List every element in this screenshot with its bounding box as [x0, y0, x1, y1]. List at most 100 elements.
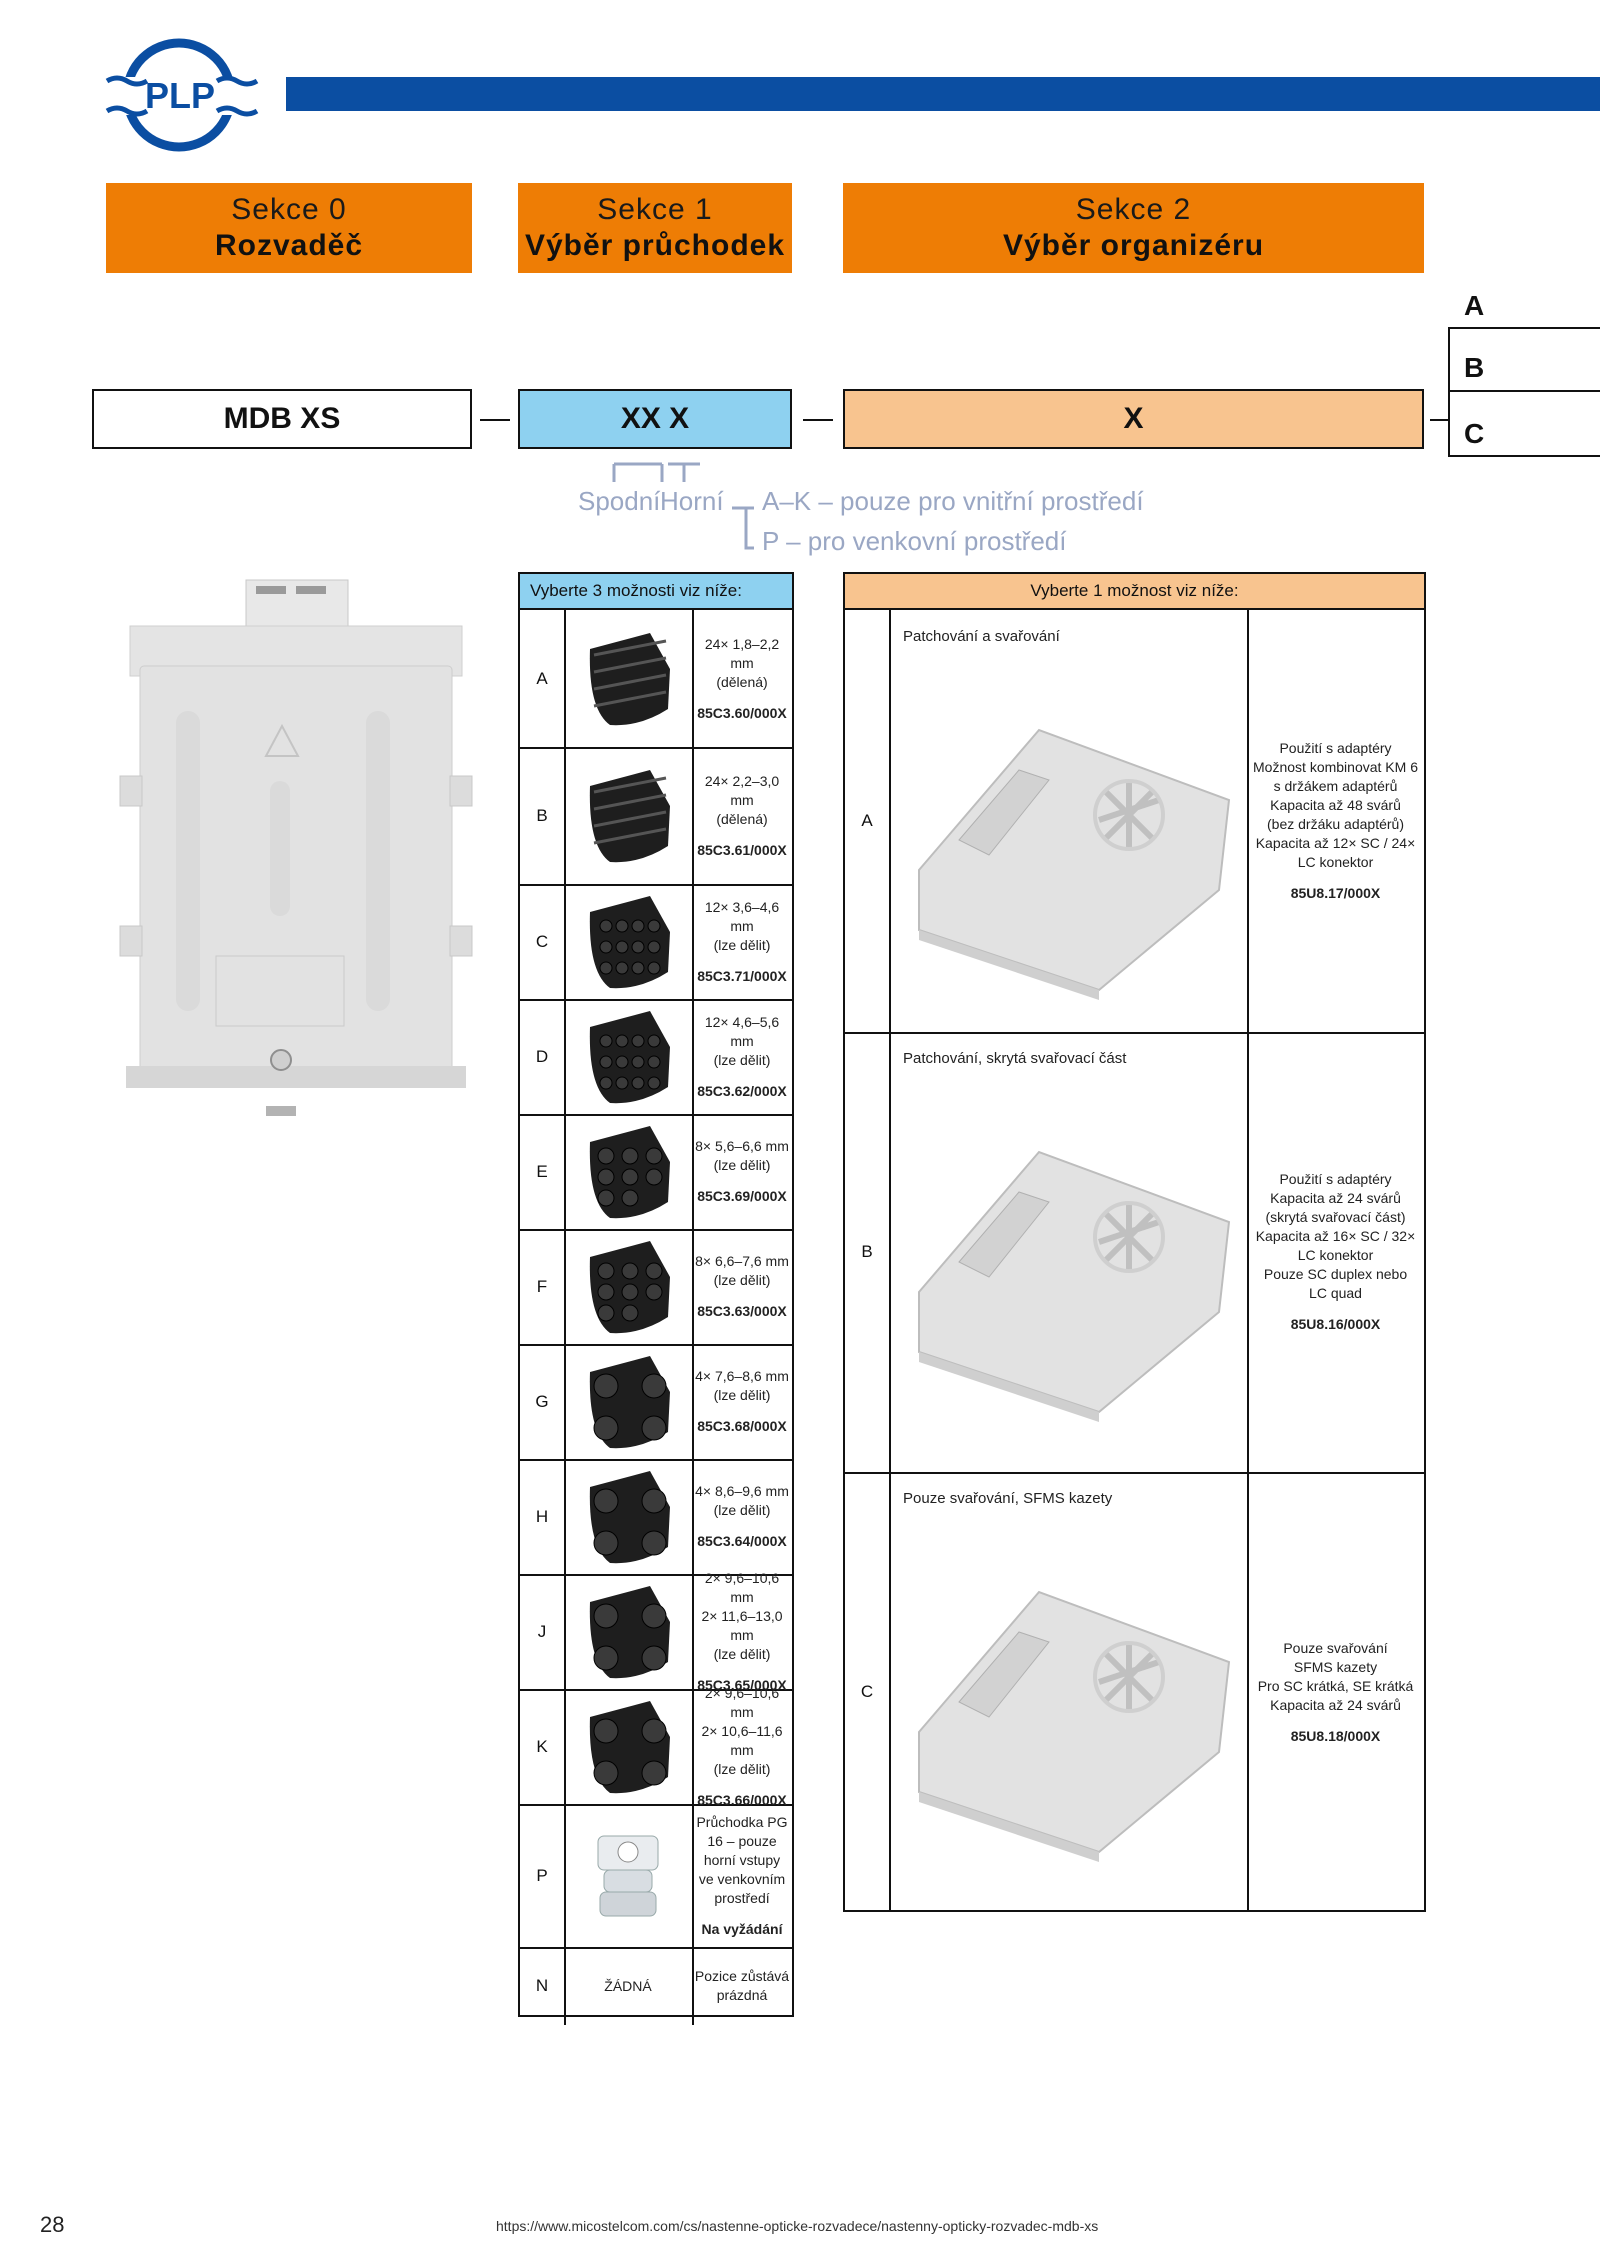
legend-connectors	[612, 462, 754, 550]
grommet-4-icon	[564, 1459, 694, 1574]
gland-row-k: K 2× 9,6–10,6 mm 2× 10,6–11,6 mm (lze děl…	[520, 1685, 792, 1808]
gland-row-letter: K	[520, 1689, 566, 1804]
section-0-label: Sekce 0	[231, 193, 347, 226]
header-bar	[286, 77, 1600, 111]
organizer-row-description: Pouze svařování SFMS kazety Pro SC krátk…	[1257, 1639, 1414, 1713]
organizer-row-letter: A	[845, 610, 891, 1032]
footer-url[interactable]: https://www.micostelcom.com/cs/nastenne-…	[496, 2218, 1099, 2234]
gland-row-description: 2× 9,6–10,6 mm 2× 10,6–11,6 mm (lze děli…	[701, 1684, 783, 1777]
plp-logo: PLP	[105, 37, 260, 155]
gland-row-description: 4× 7,6–8,6 mm (lze dělit)	[695, 1368, 789, 1403]
gland-row-b: B 24× 2,2–3,0 mm (dělená) 85C3.61/000X	[520, 747, 792, 886]
cable-gland-pg16-icon	[564, 1804, 694, 1947]
section-1-title: Výběr průchodek	[524, 229, 786, 262]
gland-row-letter: B	[520, 747, 566, 884]
code-part-1: XX X	[518, 389, 792, 449]
gland-row-code: 85C3.60/000X	[697, 704, 787, 721]
gland-row-code: 85C3.61/000X	[697, 841, 787, 858]
organizer-hidden-splice-icon: Patchování, skrytá svařovací část	[889, 1032, 1249, 1472]
gland-none-label: ŽÁDNÁ	[564, 1947, 694, 2025]
suffix-box	[1448, 327, 1600, 457]
gland-row-desc-cell: 12× 3,6–4,6 mm (lze dělit) 85C3.71/000X	[692, 884, 792, 999]
gland-row-code: 85C3.64/000X	[697, 1533, 787, 1549]
gland-row-code: 85C3.66/000X	[697, 1791, 787, 1808]
organizer-patch-splice-icon: Patchování a svařování	[889, 610, 1249, 1032]
grommet-4-icon	[564, 1574, 694, 1689]
gland-none-text: ŽÁDNÁ	[604, 1978, 652, 1994]
gland-row-description: 8× 6,6–7,6 mm (lze dělit)	[695, 1253, 789, 1288]
organizer-row-desc-cell: Použití s adaptéry Možnost kombinovat KM…	[1247, 610, 1424, 1032]
suffix-option-a: A	[1464, 290, 1485, 321]
organizer-row-desc-cell: Pouze svařování SFMS kazety Pro SC krátk…	[1247, 1472, 1424, 1912]
suffix-option-b: B	[1464, 352, 1485, 383]
gland-row-desc-cell: 4× 7,6–8,6 mm (lze dělit) 85C3.68/000X	[692, 1344, 792, 1459]
gland-row-description: 8× 5,6–6,6 mm (lze dělit)	[695, 1138, 789, 1173]
gland-table-header: Vyberte 3 možnosti viz níže:	[520, 574, 792, 610]
gland-row-letter: F	[520, 1229, 566, 1344]
code-part-0: MDB XS	[92, 389, 472, 449]
gland-row-desc-cell: 24× 2,2–3,0 mm (dělená) 85C3.61/000X	[692, 747, 792, 884]
gland-row-code: 85C3.65/000X	[697, 1676, 787, 1693]
gland-row-description: 24× 2,2–3,0 mm (dělená)	[704, 772, 780, 827]
organizer-row-description: Použití s adaptéry Kapacita až 24 svárů …	[1255, 1171, 1416, 1301]
organizer-row-code: 85U8.18/000X	[1290, 1727, 1381, 1744]
gland-row-code: 85C3.68/000X	[697, 1418, 787, 1434]
dash-2	[803, 419, 833, 421]
organizer-row-title: Pouze svařování, SFMS kazety	[903, 1490, 1113, 1507]
dash-3	[1430, 419, 1448, 421]
gland-row-desc-cell: 24× 1,8–2,2 mm (dělená) 85C3.60/000X	[692, 610, 792, 747]
gland-row-description: 12× 4,6–5,6 mm (lze dělit)	[704, 1013, 780, 1068]
dash-1	[480, 419, 510, 421]
gland-row-desc-cell: 8× 5,6–6,6 mm (lze dělit) 85C3.69/000X	[692, 1114, 792, 1229]
svg-text:PLP: PLP	[145, 75, 215, 116]
section-2-header: Sekce 2 Výběr organizéru	[843, 183, 1424, 273]
gland-row-code: 85C3.63/000X	[697, 1303, 787, 1319]
gland-row-description: 12× 3,6–4,6 mm (lze dělit)	[704, 898, 780, 953]
grommet-8-icon	[564, 1229, 694, 1344]
gland-row-letter: C	[520, 884, 566, 999]
page-number: 28	[40, 2212, 65, 2237]
organizer-row-letter: B	[845, 1032, 891, 1472]
gland-row-desc-cell: Průchodka PG 16 – pouze horní vstupy ve …	[692, 1804, 792, 1947]
gland-row-f: F 8× 6,6–7,6 mm (lze dělit) 85C3.63/000X	[520, 1229, 792, 1346]
organizer-row-code: 85U8.16/000X	[1290, 1316, 1381, 1332]
split-grommet-icon	[564, 747, 694, 884]
legend-outdoor: P – pro venkovní prostředí	[762, 526, 1067, 556]
gland-row-n: N ŽÁDNÁ Pozice zůstává prázdná	[520, 1947, 792, 2025]
gland-row-desc-cell: 4× 8,6–9,6 mm (lze dělit)85C3.64/000X	[692, 1459, 792, 1574]
grommet-4-icon	[564, 1689, 694, 1804]
gland-row-code: 85C3.71/000X	[697, 967, 787, 984]
gland-row-c: C 12× 3,6–4,6 mm (lze dělit) 85C3.71/000X	[520, 884, 792, 1001]
gland-row-letter: G	[520, 1344, 566, 1459]
gland-row-letter: N	[520, 1947, 566, 2025]
organizer-sfms-icon: Pouze svařování, SFMS kazety	[889, 1472, 1249, 1912]
gland-row-description: Průchodka PG 16 – pouze horní vstupy ve …	[696, 1813, 788, 1906]
suffix-option-c: C	[1464, 418, 1485, 449]
suffix-divider	[1448, 390, 1600, 392]
section-1-label: Sekce 1	[597, 193, 713, 226]
legend-indoor: A–K – pouze pro vnitřní prostředí	[762, 486, 1144, 516]
section-0-title: Rozvaděč	[214, 229, 364, 262]
organizer-row-description: Použití s adaptéry Možnost kombinovat KM…	[1253, 740, 1418, 870]
grommet-12-icon	[564, 884, 694, 999]
gland-row-description: 24× 1,8–2,2 mm (dělená)	[704, 635, 780, 690]
split-grommet-icon	[564, 610, 694, 747]
organizer-row-desc-cell: Použití s adaptéry Kapacita až 24 svárů …	[1247, 1032, 1424, 1472]
organizer-row-code: 85U8.17/000X	[1290, 885, 1381, 901]
organizer-row-title: Patchování, skrytá svařovací část	[903, 1050, 1127, 1067]
gland-row-desc-cell: Pozice zůstává prázdná	[692, 1947, 792, 2025]
gland-row-desc-cell: 12× 4,6–5,6 mm (lze dělit) 85C3.62/000X	[692, 999, 792, 1114]
gland-row-code: 85C3.69/000X	[697, 1188, 787, 1204]
gland-row-code: 85C3.62/000X	[697, 1082, 787, 1099]
